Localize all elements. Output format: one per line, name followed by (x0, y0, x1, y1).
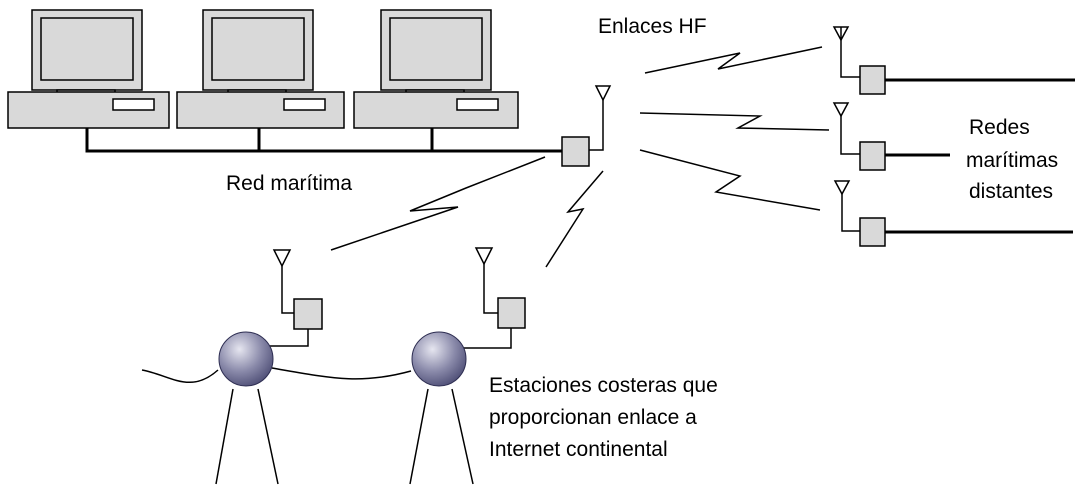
remote-node-3 (833, 180, 1073, 247)
remote-networks-line-2: marítimas (966, 149, 1058, 172)
hf-link-2 (639, 112, 830, 131)
computer-3 (353, 9, 519, 129)
remote-networks-label: Redes marítimas distantes (966, 116, 1058, 203)
coastal-stations-line-2: proporcionan enlace a (489, 406, 697, 429)
remote-node-1 (832, 26, 1075, 95)
coastal-stations-line-1: Estaciones costeras que (489, 374, 718, 397)
local-network-bus (85, 128, 562, 153)
coastal-stations-label: Estaciones costeras que proporcionan enl… (489, 374, 718, 461)
coastal-station-1 (215, 249, 323, 485)
hf-link-5 (545, 170, 604, 268)
maritime-network-label: Red marítima (226, 172, 352, 195)
central-node (561, 86, 604, 167)
hf-links-label: Enlaces HF (598, 15, 707, 38)
coastline (141, 367, 412, 383)
remote-networks-line-1: Redes (969, 116, 1030, 139)
remote-node-2 (832, 102, 950, 171)
computer-2 (176, 9, 345, 129)
coastal-stations-line-3: Internet continental (489, 438, 668, 461)
hf-link-3 (639, 149, 821, 211)
remote-networks-line-3: distantes (969, 180, 1053, 203)
computer-1 (7, 9, 170, 129)
coastal-station-2 (409, 247, 526, 485)
hf-link-1 (644, 46, 823, 74)
hf-link-4 (330, 156, 546, 251)
antenna-icon (594, 85, 612, 102)
